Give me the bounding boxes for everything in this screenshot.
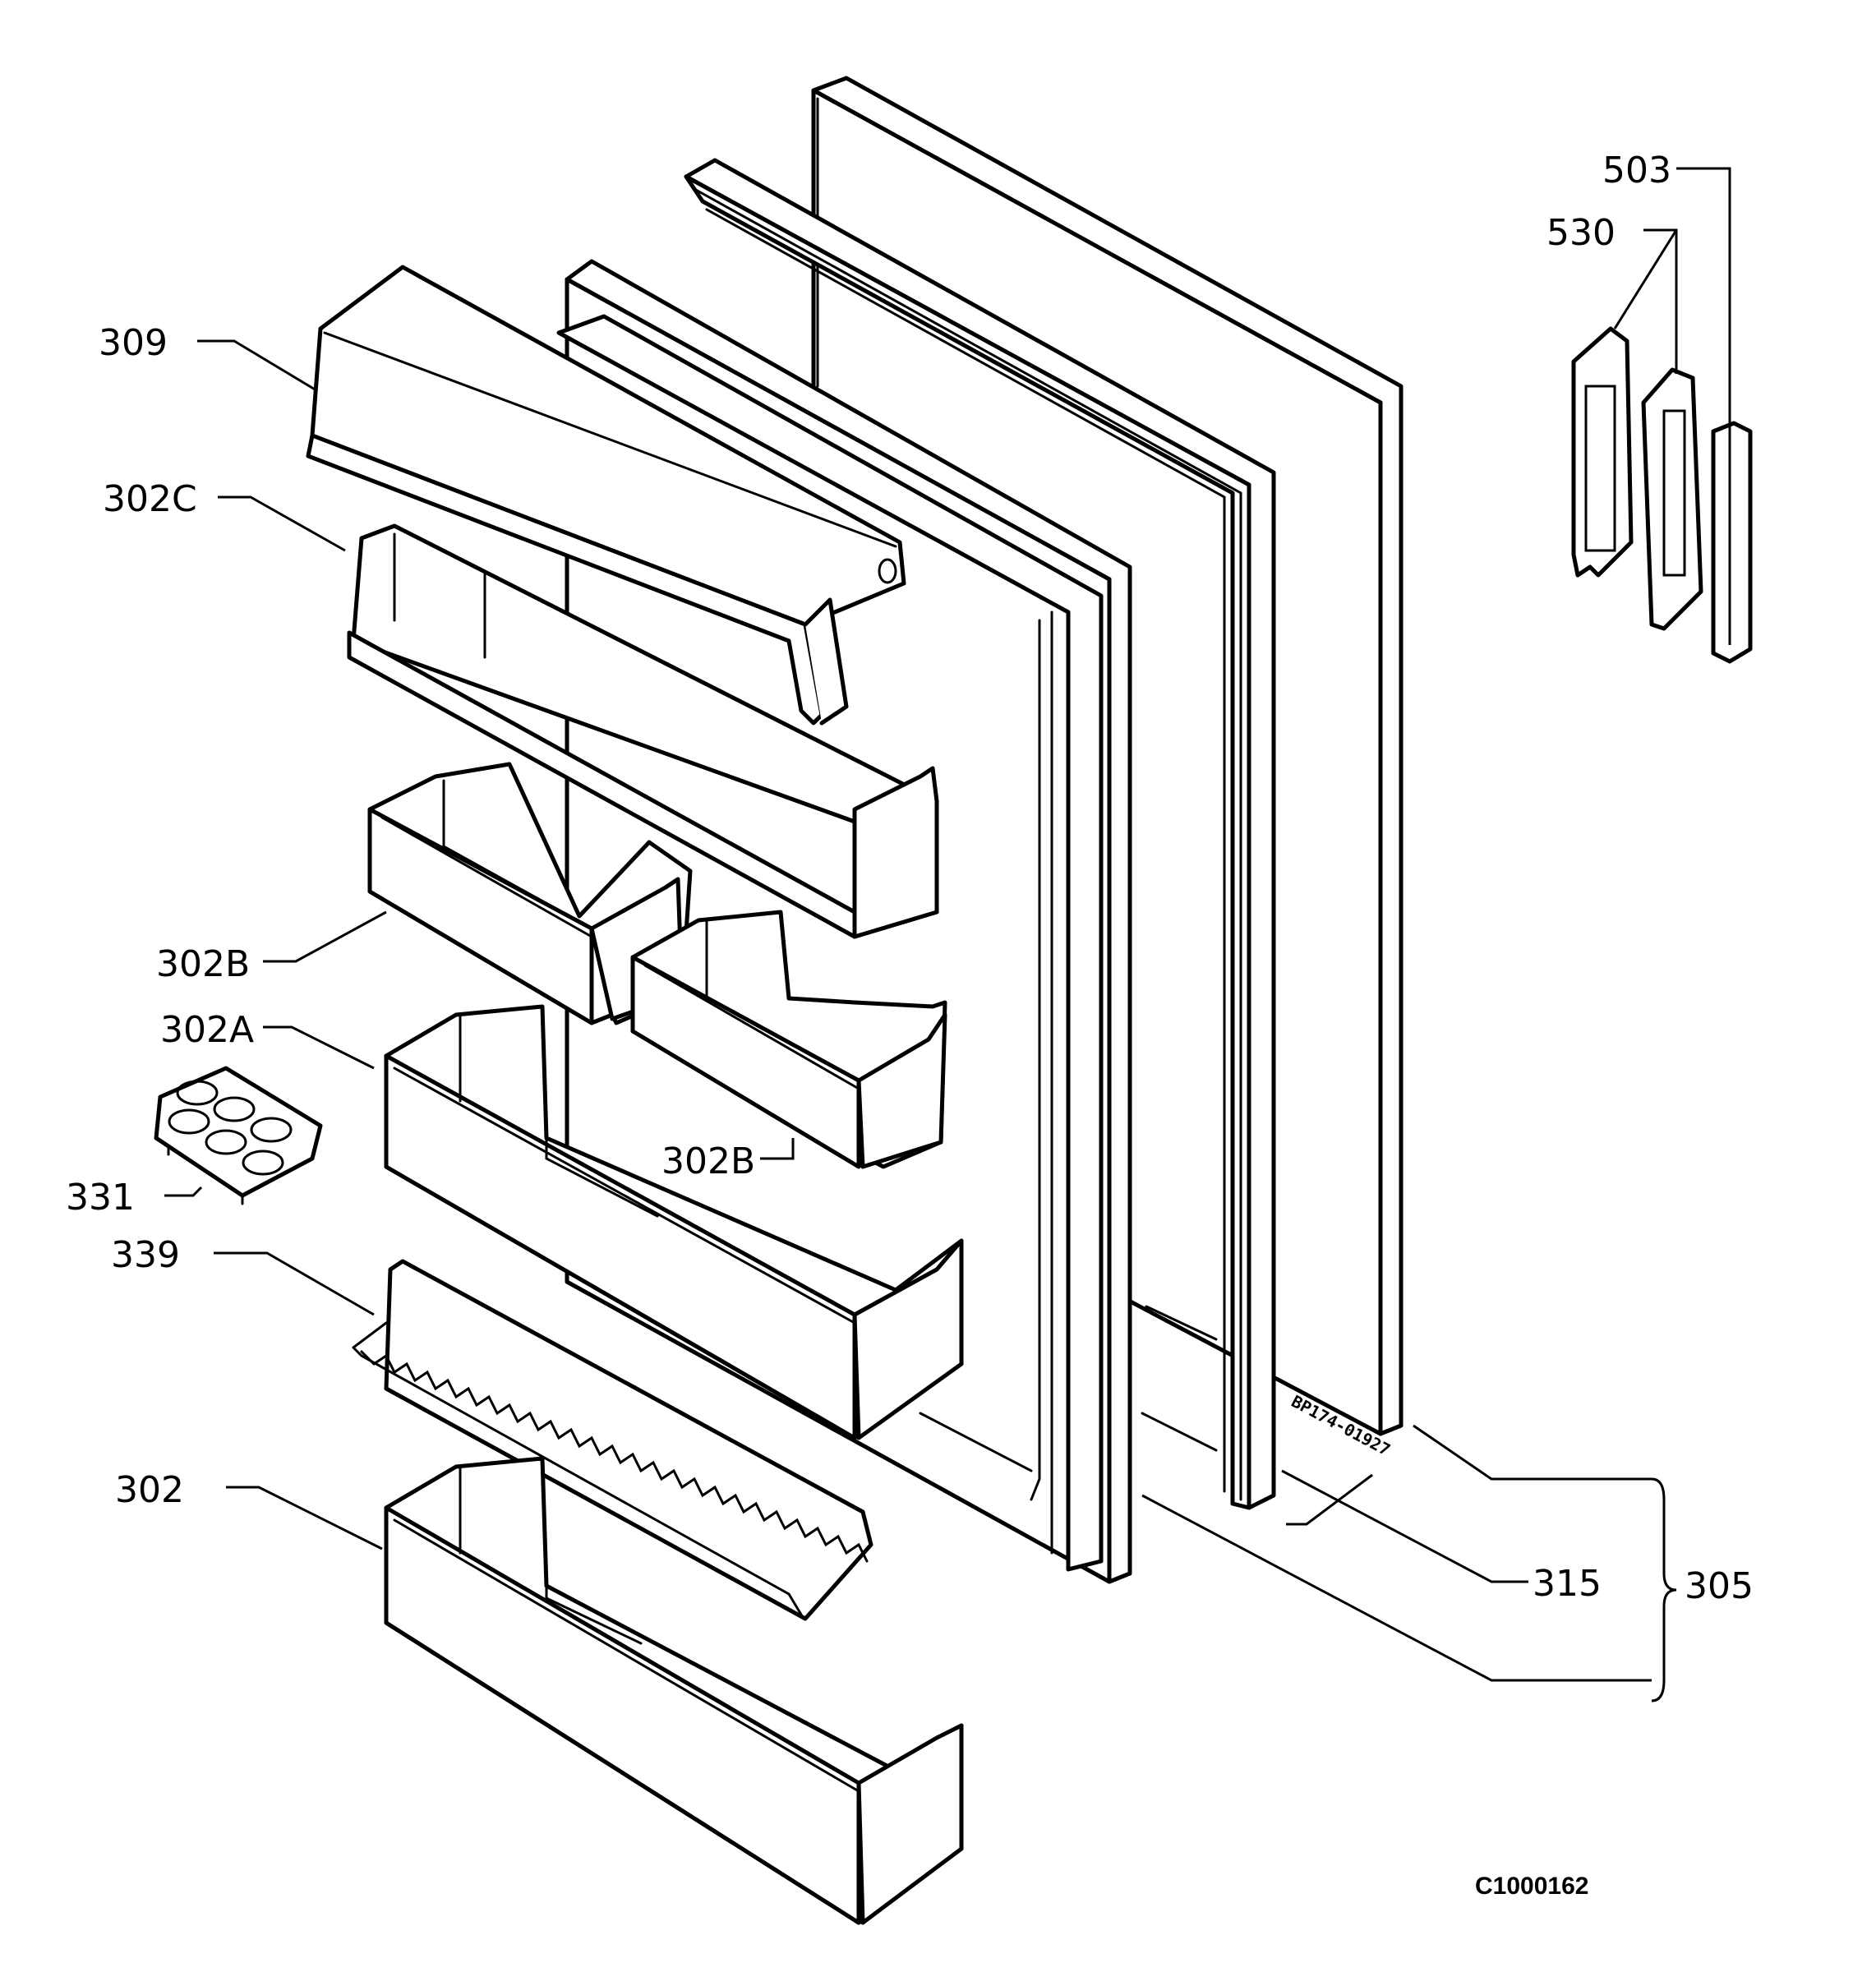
leader-lines [164, 167, 1731, 1682]
label-302c: 302C [103, 478, 197, 520]
egg-tray-331 [154, 1066, 323, 1205]
hinge-530 [1571, 326, 1703, 631]
bin-302 [384, 1456, 964, 1925]
label-305: 305 [1685, 1565, 1754, 1607]
label-530: 530 [1546, 212, 1616, 254]
bin-302b-right [630, 910, 947, 1169]
label-309: 309 [99, 322, 168, 364]
part-labels: 309 302C 302B 302A 331 339 302B 302 503 … [66, 150, 1754, 1607]
bottle-retainer-339 [352, 1259, 873, 1621]
label-302b-right: 302B [661, 1140, 755, 1182]
bin-302b-left [367, 762, 693, 1025]
figure-code: C1000162 [1475, 1873, 1588, 1900]
door-gasket [684, 158, 1276, 1510]
hinge-cover-503 [1711, 421, 1753, 664]
label-302b-left: 302B [156, 943, 250, 985]
label-339: 339 [111, 1234, 180, 1276]
label-302: 302 [115, 1469, 184, 1511]
brace-305 [1651, 1477, 1677, 1702]
label-503: 503 [1602, 150, 1671, 191]
label-302a: 302A [160, 1009, 254, 1051]
balcony-302c [347, 523, 939, 939]
label-315: 315 [1533, 1563, 1602, 1605]
cover-309 [306, 265, 906, 726]
bin-302a [384, 1004, 964, 1440]
label-331: 331 [66, 1177, 135, 1219]
